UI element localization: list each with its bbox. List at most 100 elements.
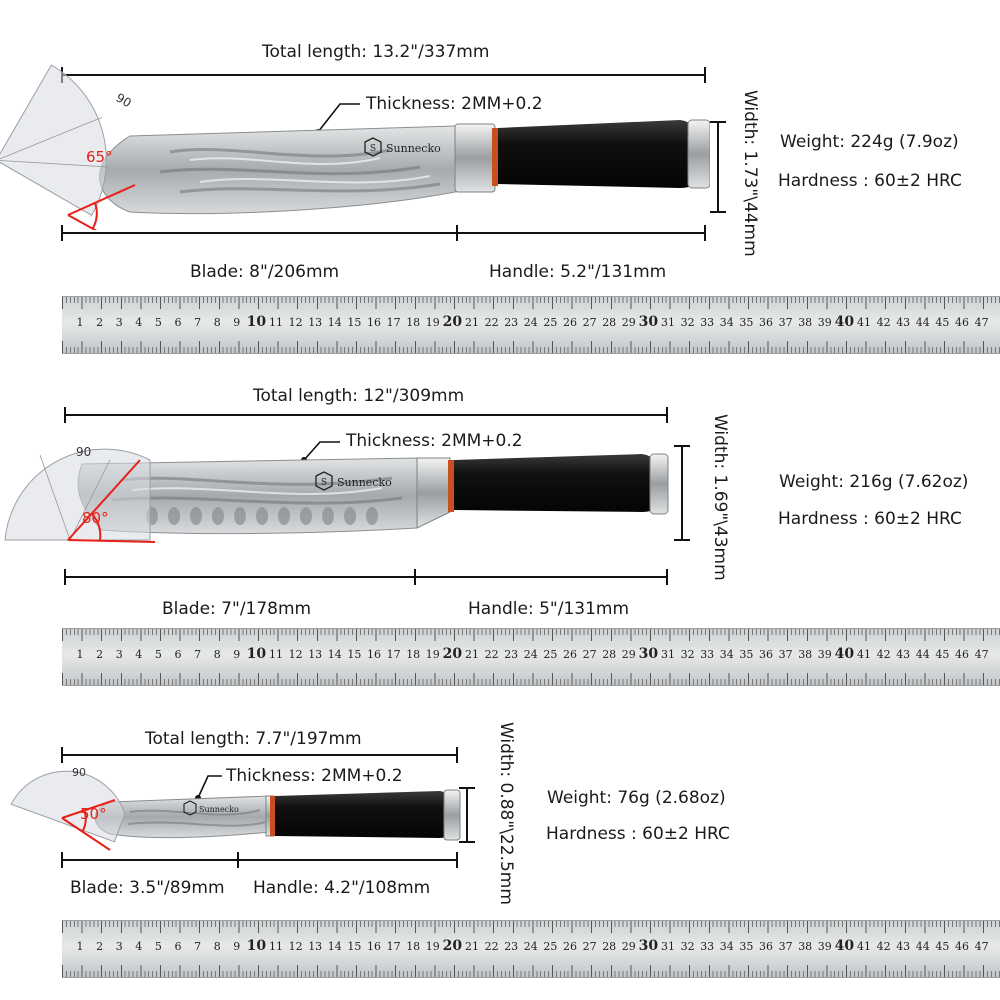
ruler-number: 37 [778,648,793,661]
svg-text:S: S [370,144,376,154]
ruler-number: 20 [442,938,463,954]
ruler-number: 23 [504,648,519,661]
ruler-number: 13 [308,648,323,661]
ruler-number: 44 [915,316,930,329]
ruler-number: 32 [680,316,695,329]
weight-label: Weight: 76g (2.68oz) [547,788,726,808]
svg-text:S: S [321,478,327,488]
ruler-number: 37 [778,316,793,329]
handle-length-label: Handle: 5"/131mm [468,599,630,619]
ruler-number: 25 [543,648,558,661]
ruler-number: 14 [327,940,342,953]
ruler-number: 6 [174,940,182,953]
ruler-number: 36 [759,316,773,329]
ruler-number: 31 [661,316,675,329]
ruler-number: 19 [425,940,440,953]
ruler-number: 28 [602,940,617,953]
ruler-number: 33 [700,316,715,329]
ruler-number: 24 [523,648,538,661]
ruler-number: 7 [194,940,202,953]
ruler-number: 34 [719,316,734,329]
ruler-number: 14 [327,316,342,329]
ruler-number: 45 [935,648,950,661]
ruler-number: 19 [425,648,440,661]
protractor-icon: 90 [4,445,156,543]
ruler-number: 8 [213,316,221,329]
paring-knife-illustration: Sunnecko [94,789,461,841]
ruler-number: 22 [484,316,499,329]
ruler-number: 9 [233,940,241,953]
ruler-number: 30 [638,938,659,954]
brand-logo-icon: S [364,137,382,157]
ruler-number: 17 [386,648,401,661]
ruler-number: 43 [896,648,911,661]
total-length-label: Total length: 13.2"/337mm [262,42,490,62]
protractor-mark: 90 [76,445,91,459]
ruler-number: 27 [582,648,597,661]
ruler-number: 44 [915,940,930,953]
ruler-number: 43 [896,316,911,329]
ruler-number: 20 [442,314,463,330]
angle-label: 80° [82,509,109,527]
ruler-number: 4 [135,940,143,953]
brand-name: Sunnecko [386,142,441,155]
ruler-number: 19 [425,316,440,329]
width-label: Width: 0.88"\22.5mm [496,722,516,905]
hardness-label: Hardness : 60±2 HRC [546,824,730,844]
brand-name: Sunnecko [337,476,392,489]
ruler-number: 30 [638,314,659,330]
protractor-icon: 90 [0,64,136,230]
ruler-number: 18 [406,940,421,953]
ruler-number: 40 [834,646,855,662]
ruler-number: 35 [739,940,754,953]
blade-length-label: Blade: 8"/206mm [190,262,340,282]
ruler-number: 38 [798,940,813,953]
ruler-number: 27 [582,940,597,953]
brand-logo-icon: S [315,471,333,491]
ruler-number: 18 [406,316,421,329]
ruler-number: 22 [484,648,499,661]
ruler-number: 7 [194,316,202,329]
weight-label: Weight: 224g (7.9oz) [780,132,959,152]
ruler-number: 11 [269,648,283,661]
ruler-number: 2 [96,648,104,661]
ruler-number: 29 [621,648,636,661]
ruler-number: 34 [719,648,734,661]
ruler-number: 47 [974,648,989,661]
ruler-number: 29 [621,940,636,953]
ruler-number: 33 [700,648,715,661]
brand-logo-icon [183,800,197,816]
ruler-number: 12 [288,316,303,329]
chef-knife-illustration: S Sunnecko [99,119,710,215]
ruler-number: 38 [798,648,813,661]
width-label: Width: 1.73"\44mm [740,90,760,257]
ruler-number: 10 [246,314,267,330]
ruler-number: 24 [523,940,538,953]
hardness-label: Hardness : 60±2 HRC [778,509,962,529]
ruler-number: 12 [288,648,303,661]
ruler-number: 15 [347,940,362,953]
ruler-number: 16 [367,648,381,661]
ruler-number: 22 [484,940,499,953]
ruler-number: 28 [602,648,617,661]
ruler-number: 8 [213,648,221,661]
total-length-label: Total length: 12"/309mm [253,386,465,406]
ruler-number: 15 [347,648,362,661]
ruler-number: 42 [876,316,891,329]
ruler-number: 3 [115,648,123,661]
ruler-number: 2 [96,316,104,329]
protractor-mark: 90 [114,90,134,110]
ruler-number: 47 [974,940,989,953]
ruler-number: 31 [661,648,675,661]
ruler-number: 36 [759,648,773,661]
ruler-number: 42 [876,940,891,953]
ruler-number: 47 [974,316,989,329]
brand-name: Sunnecko [199,805,239,814]
handle-length-label: Handle: 5.2"/131mm [489,262,667,282]
ruler-number: 7 [194,648,202,661]
blade-length-label: Blade: 3.5"/89mm [70,878,225,898]
ruler-number: 46 [955,940,969,953]
